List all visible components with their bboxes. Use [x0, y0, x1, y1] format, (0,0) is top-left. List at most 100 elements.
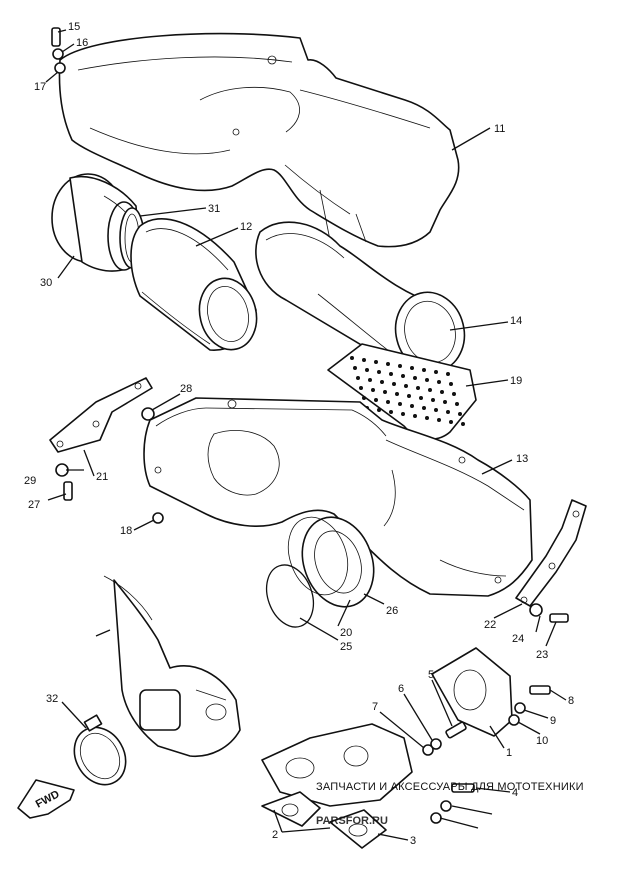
- grommet-17: [54, 62, 66, 74]
- mesh-hole: [437, 418, 441, 422]
- air-filter-cover: [58, 32, 460, 248]
- mesh-hole: [419, 396, 423, 400]
- mesh-hole: [380, 380, 384, 384]
- mesh-hole: [410, 404, 414, 408]
- mesh-hole: [449, 382, 453, 386]
- callout-16: 16: [76, 37, 88, 49]
- mesh-hole: [413, 414, 417, 418]
- mesh-hole: [455, 402, 459, 406]
- bolt-23: [549, 613, 569, 623]
- mesh-hole: [434, 370, 438, 374]
- mesh-hole: [401, 374, 405, 378]
- hose-clamp: [73, 714, 127, 786]
- mesh-hole: [392, 382, 396, 386]
- washer-9: [514, 702, 526, 714]
- mesh-hole: [416, 386, 420, 390]
- callout-31: 31: [208, 203, 220, 215]
- callout-7: 7: [372, 701, 378, 713]
- mesh-hole: [368, 378, 372, 382]
- mesh-hole: [422, 368, 426, 372]
- callout-27: 27: [28, 499, 40, 511]
- bolt-4: [451, 783, 475, 793]
- callout-2: 2: [272, 829, 278, 841]
- intake-manifold-right: [431, 647, 513, 737]
- mesh-hole: [395, 392, 399, 396]
- mesh-hole: [377, 408, 381, 412]
- callout-20: 20: [340, 627, 352, 639]
- callout-3: 3: [410, 835, 416, 847]
- mesh-hole: [350, 356, 354, 360]
- mesh-hole: [443, 400, 447, 404]
- callout-25: 25: [340, 641, 352, 653]
- air-filter-case: [143, 397, 533, 597]
- mesh-hole: [353, 366, 357, 370]
- mesh-hole: [398, 364, 402, 368]
- filter-element-right: [255, 221, 466, 375]
- mesh-hole: [383, 390, 387, 394]
- mesh-hole: [425, 378, 429, 382]
- callout-5: 5: [428, 669, 434, 681]
- brand-left: PAR: [316, 815, 338, 827]
- washer-24: [529, 603, 543, 617]
- callout-18: 18: [120, 525, 132, 537]
- washer-6b: [440, 800, 452, 812]
- mesh-hole: [362, 396, 366, 400]
- mesh-hole: [362, 358, 366, 362]
- callout-labels: 1 2 3 4 5 6 7 8 9 10 11 12 13 14 15 16 1…: [24, 21, 574, 847]
- brand-right: FOR.RU: [346, 815, 388, 827]
- callout-11: 11: [494, 123, 505, 135]
- callout-17: 17: [34, 81, 46, 93]
- mesh-hole: [428, 388, 432, 392]
- mesh-hole: [389, 410, 393, 414]
- callout-14: 14: [510, 315, 522, 327]
- mesh-hole: [425, 416, 429, 420]
- callout-22: 22: [484, 619, 496, 631]
- callout-30: 30: [40, 277, 52, 289]
- mesh-hole: [389, 372, 393, 376]
- callout-23: 23: [536, 649, 548, 661]
- mesh-hole: [452, 392, 456, 396]
- bolt-8: [529, 685, 551, 695]
- callout-15: 15: [68, 21, 80, 33]
- washer-6: [430, 738, 442, 750]
- callout-8: 8: [568, 695, 574, 707]
- callout-6: 6: [398, 683, 404, 695]
- mesh-hole: [401, 412, 405, 416]
- bolt-27: [63, 481, 73, 501]
- mesh-hole: [359, 386, 363, 390]
- washer-16: [52, 48, 64, 60]
- washer-7b: [430, 812, 442, 824]
- callout-26: 26: [386, 605, 398, 617]
- mesh-hole: [404, 384, 408, 388]
- mesh-hole: [374, 398, 378, 402]
- mesh-hole: [437, 380, 441, 384]
- filter-element-left: [130, 218, 258, 351]
- mesh-hole: [398, 402, 402, 406]
- fwd-arrow: FWD: [17, 779, 75, 819]
- mesh-hole: [449, 420, 453, 424]
- intake-manifold-left: [261, 723, 413, 807]
- callout-19: 19: [510, 375, 522, 387]
- mesh-hole: [413, 376, 417, 380]
- callout-29: 29: [24, 475, 36, 487]
- manifold-gasket-3: [329, 809, 387, 849]
- o-ring: [265, 564, 315, 628]
- bolt-15: [51, 27, 61, 47]
- callout-21: 21: [96, 471, 108, 483]
- mesh-hole: [407, 394, 411, 398]
- callout-4: 4: [512, 787, 518, 799]
- mesh-hole: [440, 390, 444, 394]
- mesh-hole: [434, 408, 438, 412]
- callout-24: 24: [512, 633, 524, 645]
- watermark-brand: PARSFOR.RU: [316, 815, 388, 827]
- mesh-hole: [461, 422, 465, 426]
- bracket-right: [515, 499, 587, 607]
- washer-10: [508, 714, 520, 726]
- mesh-hole: [365, 368, 369, 372]
- mesh-hole: [446, 372, 450, 376]
- carburetor: [103, 575, 241, 757]
- mesh-hole: [356, 376, 360, 380]
- watermark-caption: ЗАПЧАСТИ И АКСЕССУАРЫ ДЛЯ МОТОТЕХНИКИ: [316, 781, 584, 793]
